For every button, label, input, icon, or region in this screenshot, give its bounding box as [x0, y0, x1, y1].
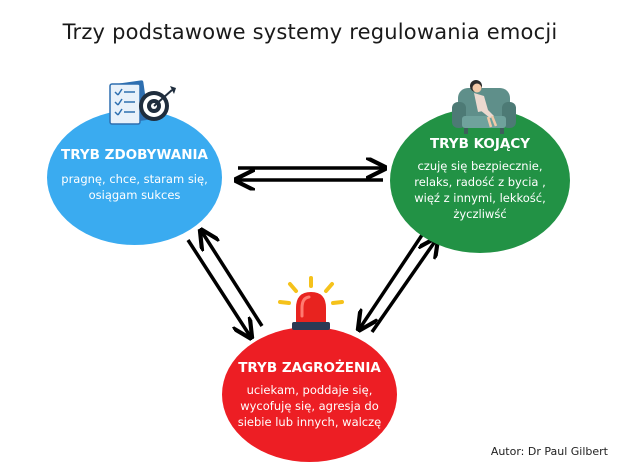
drive-system-title: TRYB ZDOBYWANIA	[61, 146, 208, 163]
drive-system-description: pragnę, chce, staram się, osiągam sukces	[61, 171, 207, 203]
soothing-line-4: życzliwść	[453, 206, 507, 221]
threat-system-node: TRYB ZAGROŻENIA uciekam, poddaje się, wy…	[222, 327, 397, 462]
soothing-system-description: czuję się bezpiecznie, relaks, radość z …	[414, 158, 546, 222]
soothing-system-node: TRYB KOJĄCY czuję się bezpiecznie, relak…	[390, 108, 570, 253]
arrow-threat-to-drive	[202, 232, 264, 327]
threat-system-description: uciekam, poddaje się, wycofuję się, agre…	[238, 382, 382, 430]
soothing-system-title: TRYB KOJĄCY	[429, 135, 531, 152]
relaxing-person-armchair-icon	[452, 80, 516, 134]
soothing-line-1: czuję się bezpiecznie,	[417, 158, 543, 173]
soothing-line-2: relaks, radość z bycia ,	[414, 174, 546, 189]
threat-line-1: uciekam, poddaje się,	[246, 382, 373, 397]
alarm-siren-icon	[278, 276, 344, 330]
drive-system-node: TRYB ZDOBYWANIA pragnę, chce, staram się…	[47, 110, 222, 245]
threat-line-2: wycofuję się, agresja do	[240, 398, 379, 413]
drive-line-2: osiągam sukces	[88, 187, 181, 202]
threat-line-3: siebie lub innych, walczę	[237, 414, 382, 429]
threat-system-title: TRYB ZAGROŻENIA	[238, 359, 381, 376]
checklist-target-icon	[109, 80, 176, 125]
arrow-drive-to-threat	[186, 239, 250, 336]
arrow-threat-to-soothing	[370, 240, 436, 333]
soothing-line-3: więź z innymi, lekkość,	[414, 190, 546, 205]
diagram-title: Trzy podstawowe systemy regulowania emoc…	[62, 20, 558, 44]
drive-line-1: pragnę, chce, staram się,	[61, 171, 208, 186]
arrow-soothing-to-threat	[360, 231, 426, 328]
author-credit: Autor: Dr Paul Gilbert	[490, 445, 608, 458]
